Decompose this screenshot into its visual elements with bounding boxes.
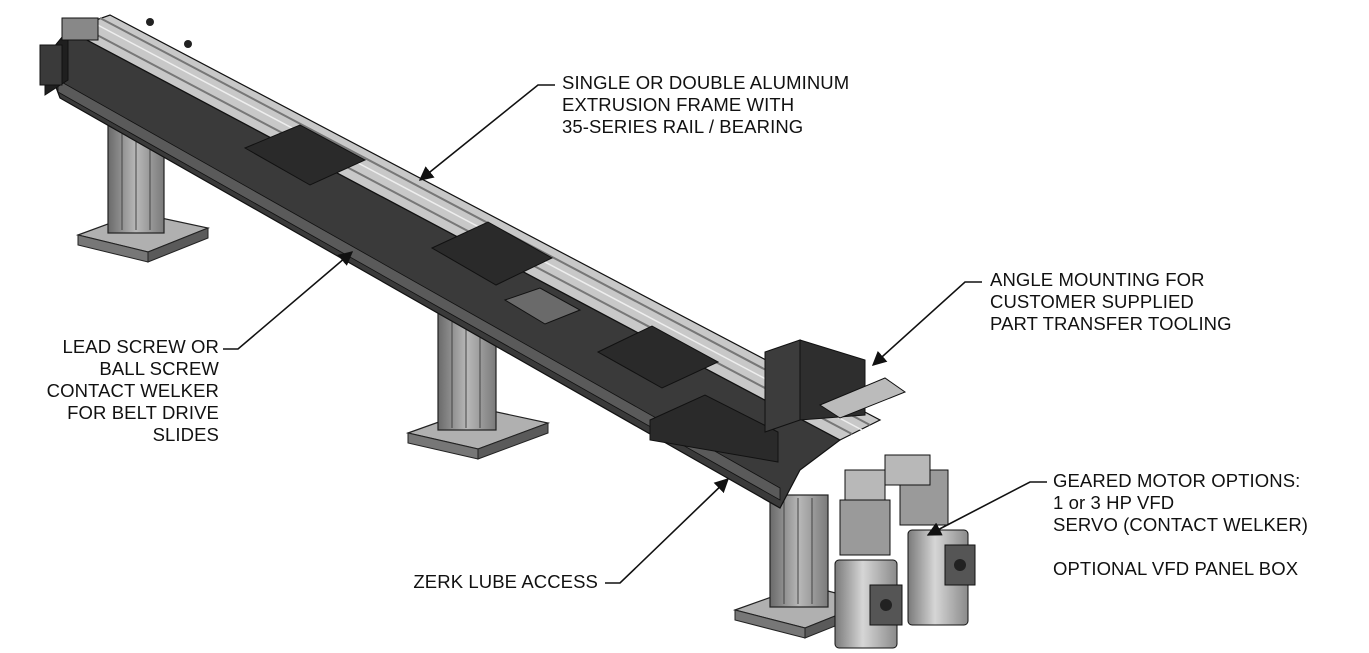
callout-lead-line-5: SLIDES xyxy=(152,424,219,445)
end-motor-left xyxy=(39,17,192,86)
callout-angle-line-2: CUSTOMER SUPPLIED xyxy=(990,291,1194,312)
callout-frame-line-1: SINGLE OR DOUBLE ALUMINUM xyxy=(562,72,850,93)
carriage-plates xyxy=(243,124,779,463)
callout-lead-line-4: FOR BELT DRIVE xyxy=(67,402,219,423)
callout-motor-line-3: SERVO (CONTACT WELKER) xyxy=(1053,514,1309,535)
callout-angle-line-1: ANGLE MOUNTING FOR xyxy=(990,269,1205,290)
callout-frame-line-3: 35-SERIES RAIL / BEARING xyxy=(562,116,804,137)
angle-mounting-bracket xyxy=(764,339,907,433)
callout-motor-line-4 xyxy=(1053,536,1308,558)
callout-motor-line-5: OPTIONAL VFD PANEL BOX xyxy=(1053,558,1299,579)
callout-angle-line-3: PART TRANSFER TOOLING xyxy=(990,313,1232,334)
callout-lead-screw: LEAD SCREW OR BALL SCREW CONTACT WELKER … xyxy=(47,336,219,446)
geared-motor-1 xyxy=(899,469,976,626)
callout-angle-mounting: ANGLE MOUNTING FOR CUSTOMER SUPPLIED PAR… xyxy=(990,269,1232,335)
callout-zerk: ZERK LUBE ACCESS xyxy=(413,571,598,593)
callout-frame: SINGLE OR DOUBLE ALUMINUM EXTRUSION FRAM… xyxy=(562,72,849,138)
leader-lead-screw xyxy=(223,251,354,350)
leader-zerk xyxy=(605,478,730,584)
leader-angle xyxy=(871,281,982,366)
callout-lead-line-2: BALL SCREW xyxy=(99,358,219,379)
callout-motor-line-1: GEARED MOTOR OPTIONS: xyxy=(1053,470,1301,491)
geared-motor-2 xyxy=(834,499,903,649)
callout-zerk-line-1: ZERK LUBE ACCESS xyxy=(413,571,598,592)
leader-motor xyxy=(926,481,1047,536)
callout-frame-line-2: EXTRUSION FRAME WITH xyxy=(562,94,795,115)
leader-frame xyxy=(418,84,555,181)
gearbox-housings xyxy=(844,454,931,501)
leader-lines xyxy=(223,84,1047,584)
callout-motor-line-2: 1 or 3 HP VFD xyxy=(1053,492,1175,513)
callout-geared-motor: GEARED MOTOR OPTIONS: 1 or 3 HP VFD SERV… xyxy=(1053,470,1308,580)
callout-lead-line-3: CONTACT WELKER xyxy=(46,380,219,401)
callout-lead-line-1: LEAD SCREW OR xyxy=(62,336,219,357)
aluminum-extrusion-frame xyxy=(44,14,882,509)
